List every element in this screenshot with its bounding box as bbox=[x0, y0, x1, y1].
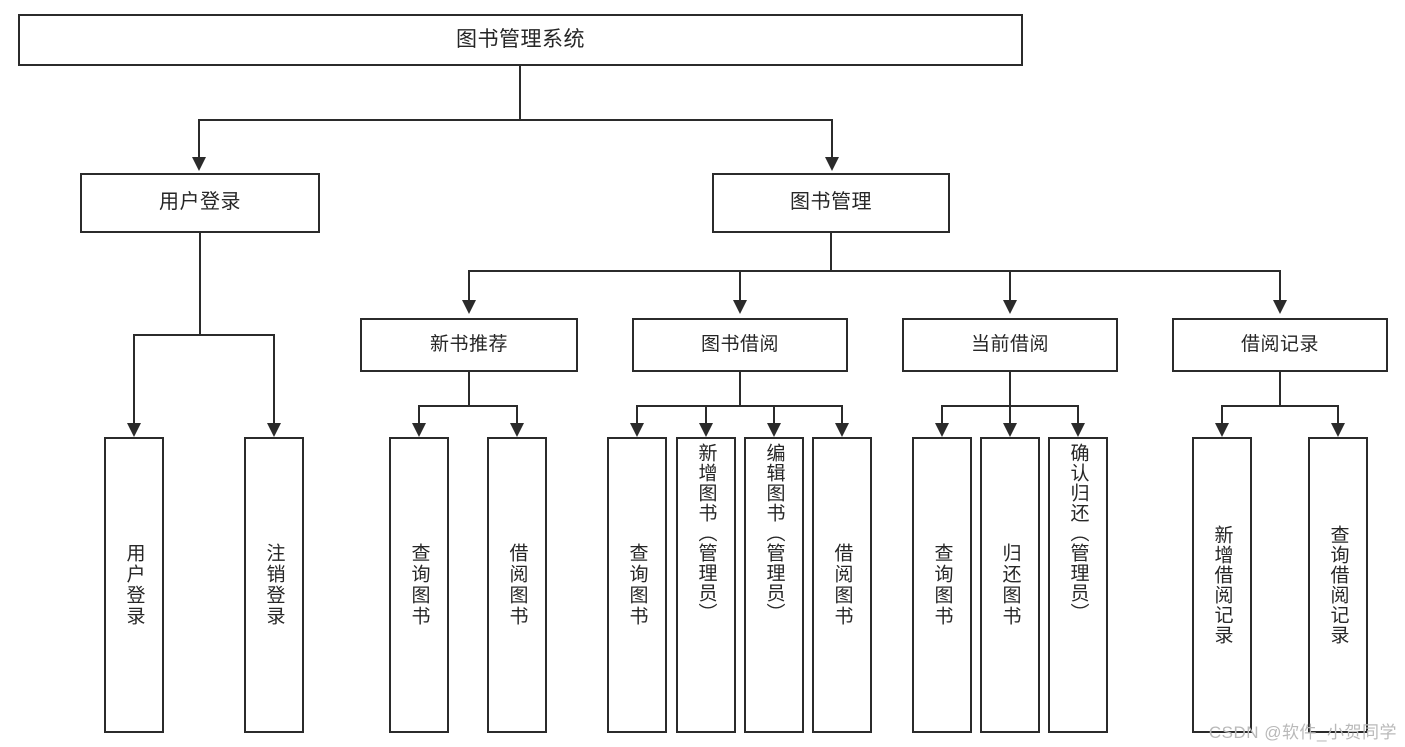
connector-root-to-bookmgmt bbox=[831, 119, 833, 157]
node-label: 用户登录 bbox=[123, 543, 145, 627]
arrow-borrow-to-leaf3 bbox=[767, 423, 781, 437]
node-label: 图书管理系统 bbox=[456, 27, 585, 51]
leaf-query-book-borrow[interactable]: 查询图书 bbox=[607, 437, 667, 733]
connector-bookmgmt-bar bbox=[468, 270, 1281, 272]
arrow-borrow-to-leaf2 bbox=[699, 423, 713, 437]
node-label: 编辑图书（管理员） bbox=[763, 443, 785, 623]
node-root-library-management-system[interactable]: 图书管理系统 bbox=[18, 14, 1023, 66]
arrow-bookmgmt-to-record bbox=[1273, 300, 1287, 314]
connector-record-stem bbox=[1279, 372, 1281, 406]
arrow-bookmgmt-to-newbook bbox=[462, 300, 476, 314]
node-label: 借阅记录 bbox=[1240, 333, 1319, 355]
leaf-confirm-return-admin[interactable]: 确认归还（管理员） bbox=[1048, 437, 1108, 733]
arrow-borrow-to-leaf1 bbox=[630, 423, 644, 437]
node-label: 图书借阅 bbox=[700, 333, 779, 355]
leaf-return-book[interactable]: 归还图书 bbox=[980, 437, 1040, 733]
connector-root-stem bbox=[519, 66, 521, 120]
arrow-record-to-leaf1 bbox=[1215, 423, 1229, 437]
arrow-login-to-leaf1 bbox=[127, 423, 141, 437]
node-label: 借阅图书 bbox=[506, 543, 528, 627]
connector-newbook-stem bbox=[468, 372, 470, 406]
leaf-query-book-current[interactable]: 查询图书 bbox=[912, 437, 972, 733]
arrow-current-to-leaf3 bbox=[1071, 423, 1085, 437]
connector-bookmgmt-to-newbook bbox=[468, 270, 470, 302]
connector-borrow-to-leaf4 bbox=[841, 405, 843, 423]
arrow-bookmgmt-to-borrow bbox=[733, 300, 747, 314]
connector-current-to-leaf3 bbox=[1077, 405, 1079, 423]
node-book-management[interactable]: 图书管理 bbox=[712, 173, 950, 233]
connector-borrow-stem bbox=[739, 372, 741, 406]
node-label: 图书管理 bbox=[790, 191, 872, 214]
leaf-edit-book-admin[interactable]: 编辑图书（管理员） bbox=[744, 437, 804, 733]
arrow-borrow-to-leaf4 bbox=[835, 423, 849, 437]
leaf-borrow-book-newbook[interactable]: 借阅图书 bbox=[487, 437, 547, 733]
node-label: 确认归还（管理员） bbox=[1067, 443, 1089, 623]
node-label: 注销登录 bbox=[263, 543, 285, 627]
arrow-current-to-leaf2 bbox=[1003, 423, 1017, 437]
arrow-newbook-to-leaf2 bbox=[510, 423, 524, 437]
node-label: 借阅图书 bbox=[831, 543, 853, 627]
connector-root-to-login bbox=[198, 119, 200, 157]
node-new-book-recommend[interactable]: 新书推荐 bbox=[360, 318, 578, 372]
arrow-current-to-leaf1 bbox=[935, 423, 949, 437]
node-user-login[interactable]: 用户登录 bbox=[80, 173, 320, 233]
connector-record-to-leaf2 bbox=[1337, 405, 1339, 423]
leaf-add-book-admin[interactable]: 新增图书（管理员） bbox=[676, 437, 736, 733]
connector-newbook-to-leaf2 bbox=[516, 405, 518, 423]
connector-record-bar bbox=[1221, 405, 1339, 407]
connector-bookmgmt-stem bbox=[830, 233, 832, 271]
connector-borrow-to-leaf1 bbox=[636, 405, 638, 423]
leaf-add-borrow-record[interactable]: 新增借阅记录 bbox=[1192, 437, 1252, 733]
connector-current-stem bbox=[1009, 372, 1011, 406]
arrow-bookmgmt-to-current bbox=[1003, 300, 1017, 314]
connector-borrow-bar bbox=[636, 405, 843, 407]
connector-borrow-to-leaf2 bbox=[705, 405, 707, 423]
node-label: 查询图书 bbox=[626, 543, 648, 627]
leaf-query-borrow-record[interactable]: 查询借阅记录 bbox=[1308, 437, 1368, 733]
node-label: 当前借阅 bbox=[970, 333, 1049, 355]
connector-newbook-to-leaf1 bbox=[418, 405, 420, 423]
connector-bookmgmt-to-record bbox=[1279, 270, 1281, 302]
connector-current-to-leaf2 bbox=[1009, 405, 1011, 423]
leaf-query-book-newbook[interactable]: 查询图书 bbox=[389, 437, 449, 733]
connector-current-to-leaf1 bbox=[941, 405, 943, 423]
node-label: 新增图书（管理员） bbox=[695, 443, 717, 623]
leaf-user-login[interactable]: 用户登录 bbox=[104, 437, 164, 733]
arrow-root-to-login bbox=[192, 157, 206, 171]
arrow-root-to-bookmgmt bbox=[825, 157, 839, 171]
arrow-login-to-leaf2 bbox=[267, 423, 281, 437]
connector-login-bar bbox=[133, 334, 275, 336]
connector-login-stem bbox=[199, 233, 201, 335]
connector-newbook-bar bbox=[418, 405, 518, 407]
connector-bookmgmt-to-borrow bbox=[739, 270, 741, 302]
node-current-borrow[interactable]: 当前借阅 bbox=[902, 318, 1118, 372]
node-label: 查询借阅记录 bbox=[1327, 525, 1349, 645]
connector-bookmgmt-to-current bbox=[1009, 270, 1011, 302]
connector-borrow-to-leaf3 bbox=[773, 405, 775, 423]
connector-login-to-leaf1 bbox=[133, 334, 135, 423]
node-label: 归还图书 bbox=[999, 543, 1021, 627]
csdn-watermark: CSDN @软件_小贺同学 bbox=[1208, 723, 1397, 742]
connector-root-bar bbox=[198, 119, 832, 121]
node-borrow-record[interactable]: 借阅记录 bbox=[1172, 318, 1388, 372]
connector-login-to-leaf2 bbox=[273, 334, 275, 423]
node-label: 用户登录 bbox=[159, 191, 241, 214]
arrow-record-to-leaf2 bbox=[1331, 423, 1345, 437]
leaf-logout[interactable]: 注销登录 bbox=[244, 437, 304, 733]
node-label: 新书推荐 bbox=[429, 333, 508, 355]
node-label: 查询图书 bbox=[931, 543, 953, 627]
node-book-borrow[interactable]: 图书借阅 bbox=[632, 318, 848, 372]
leaf-borrow-book-borrow[interactable]: 借阅图书 bbox=[812, 437, 872, 733]
node-label: 新增借阅记录 bbox=[1211, 525, 1233, 645]
arrow-newbook-to-leaf1 bbox=[412, 423, 426, 437]
node-label: 查询图书 bbox=[408, 543, 430, 627]
connector-record-to-leaf1 bbox=[1221, 405, 1223, 423]
